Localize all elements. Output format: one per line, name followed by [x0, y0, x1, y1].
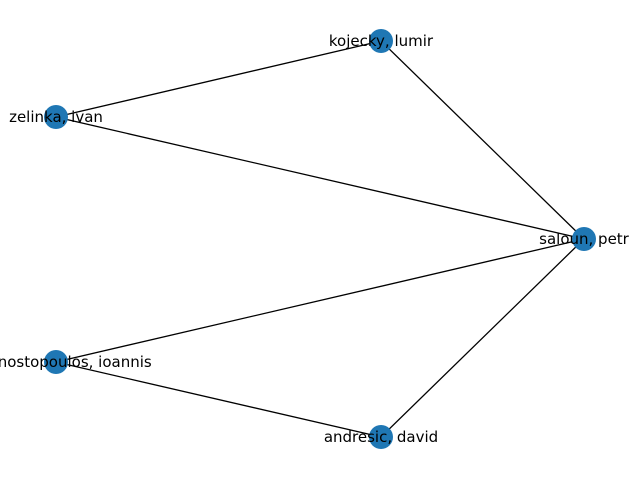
node-label-saloun: saloun, petr: [539, 230, 630, 248]
edge-saloun-anagnostopoulos: [55, 238, 585, 363]
edge-saloun-andresic: [380, 238, 585, 438]
node-saloun: [572, 227, 596, 251]
edge-zelinka-saloun: [55, 116, 585, 240]
node-label-andresic: andresic, david: [324, 428, 438, 446]
node-zelinka: [44, 105, 68, 129]
edge-kojecky-zelinka: [55, 40, 382, 118]
nodes-layer: [44, 29, 596, 449]
node-kojecky: [369, 29, 393, 53]
node-label-anagnostopoulos: anagnostopoulos, ioannis: [0, 353, 152, 371]
edge-anagnostopoulos-andresic: [55, 361, 382, 438]
labels-layer: kojecky, lumir zelinka, ivan saloun, petr a…: [0, 32, 630, 446]
edge-kojecky-saloun: [380, 40, 585, 240]
node-anagnostopoulos: [44, 350, 68, 374]
edges-layer: [55, 40, 585, 438]
node-andresic: [369, 425, 393, 449]
node-label-zelinka: zelinka, ivan: [9, 108, 103, 126]
node-label-kojecky: kojecky, lumir: [329, 32, 434, 50]
